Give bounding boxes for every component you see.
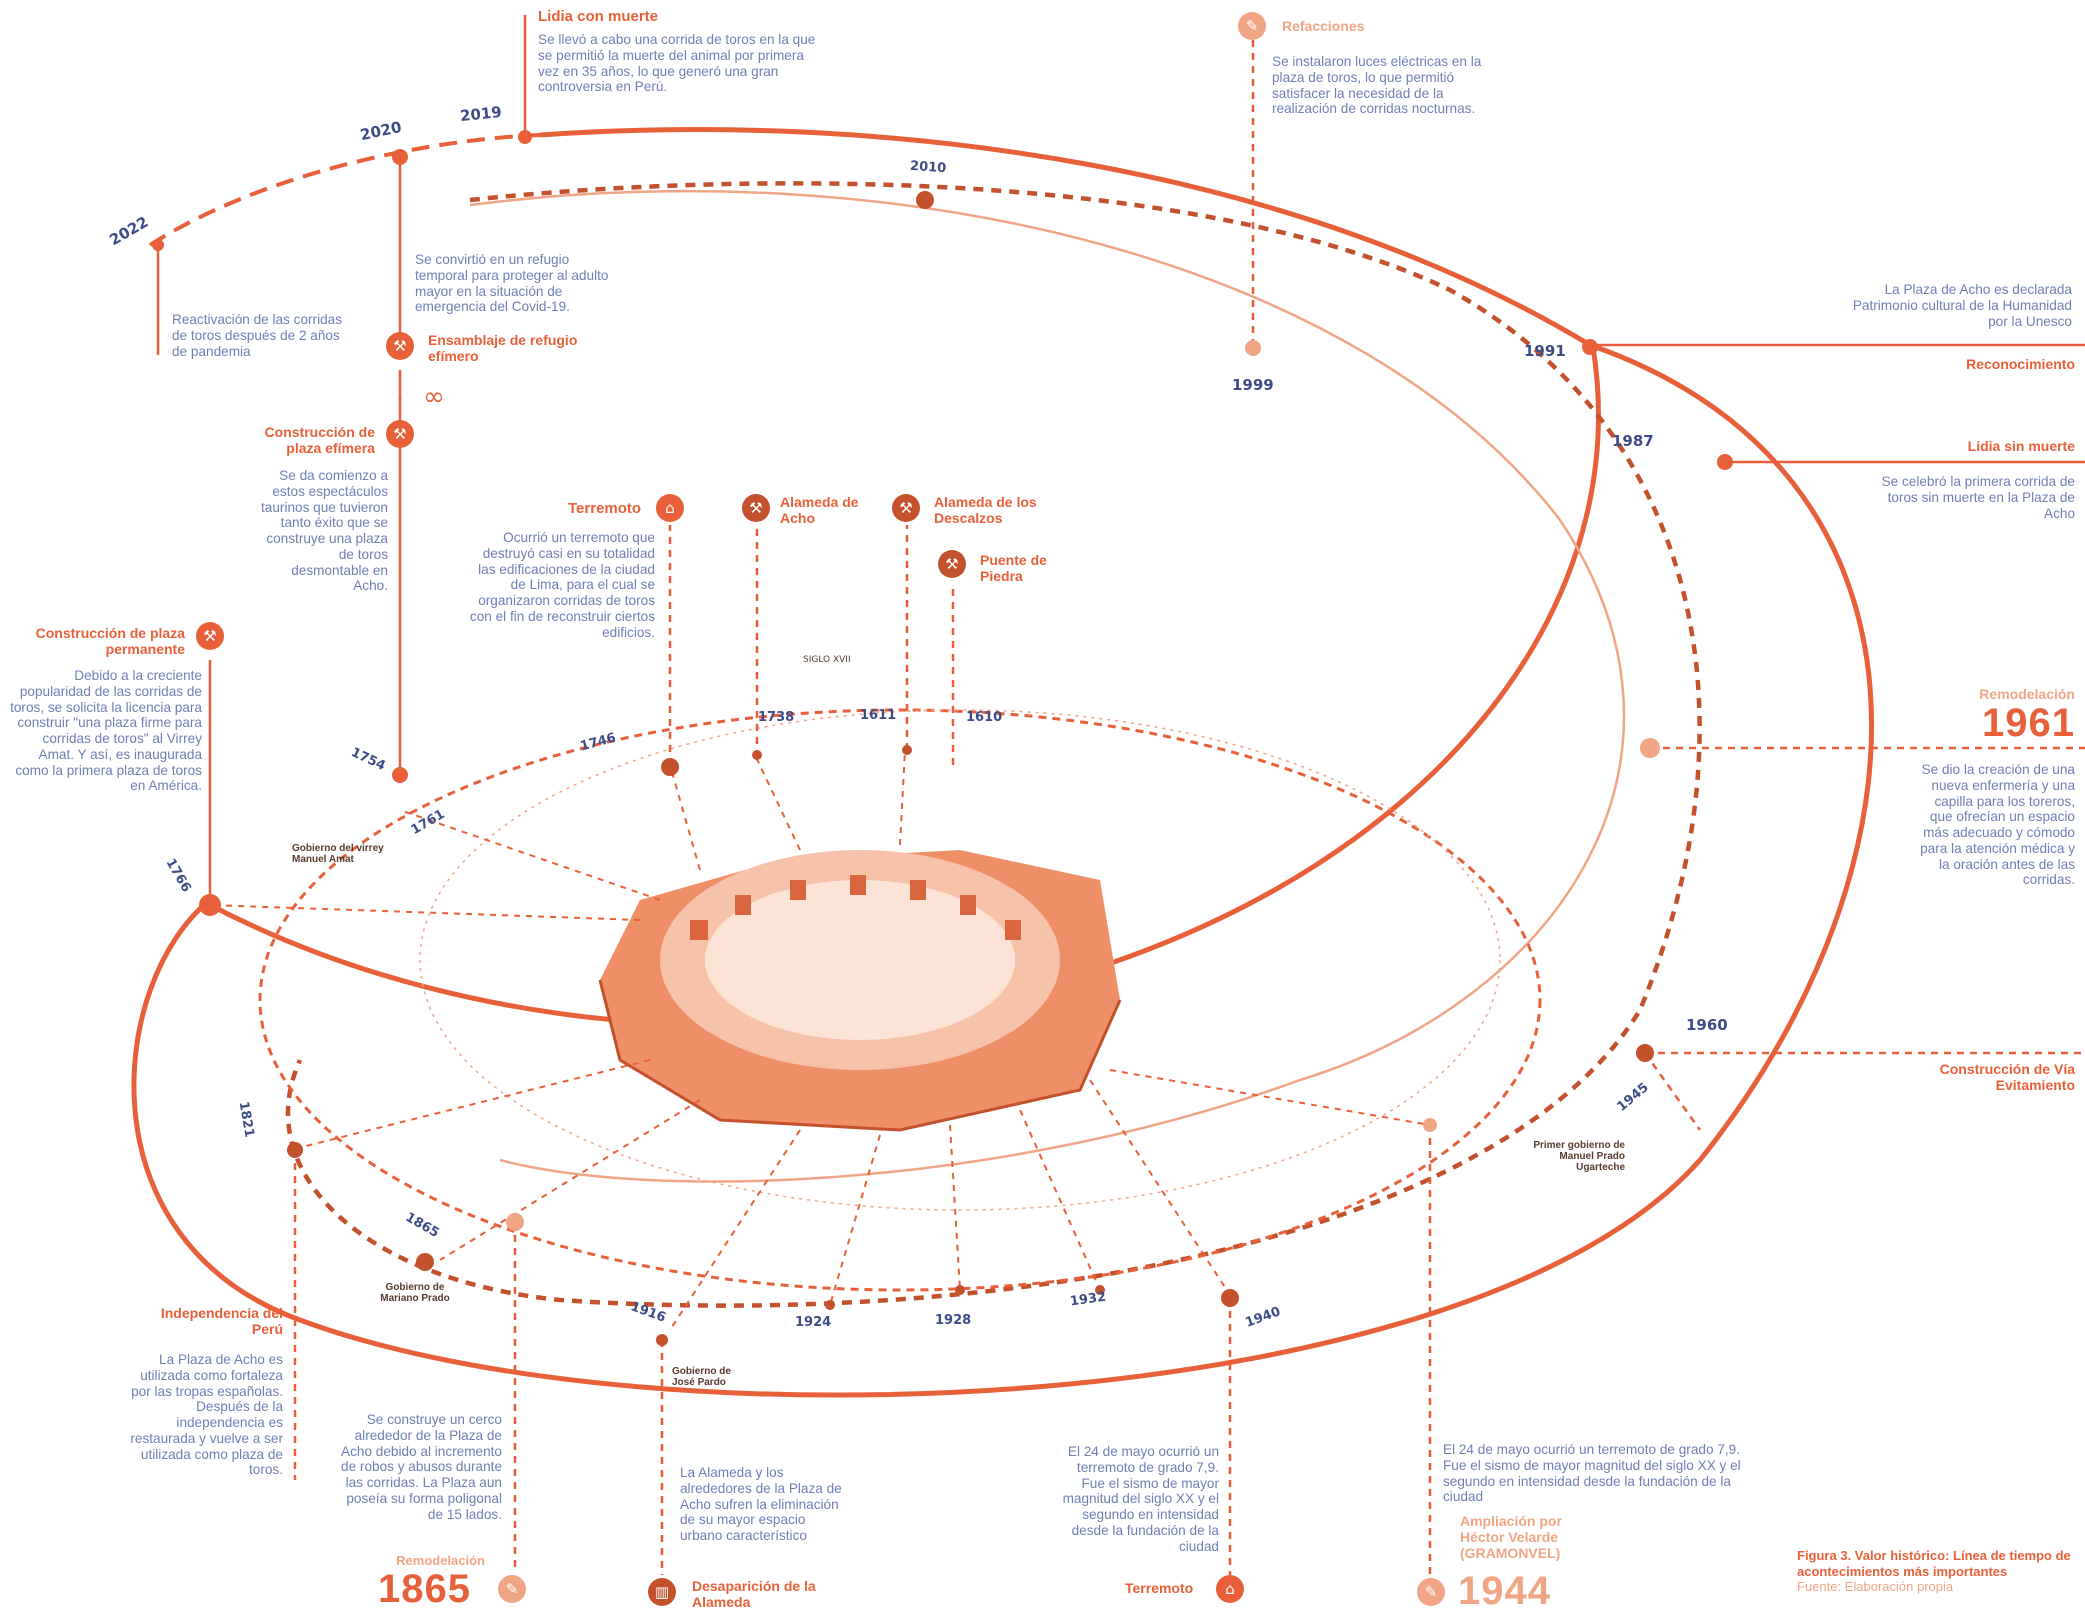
plaza-efimera-body: Se da comienzo a estos espectáculos taur… [261, 468, 388, 594]
desaparicion-title: Desaparición de la Alameda [692, 1578, 816, 1611]
alameda-body: La Alameda y los alrededores de la Plaza… [680, 1465, 842, 1544]
terremoto-bottom-body: El 24 de mayo ocurrió un terremoto de gr… [1062, 1444, 1219, 1554]
plaza-permanente-title: Construcción de plaza permanente [35, 625, 185, 658]
outer-ring-main [131, 342, 1874, 1398]
alameda-descalzos-title: Alameda de los Descalzos [934, 494, 1037, 527]
lidia-con-muerte-body: Se llevó a cabo una corrida de toros en … [538, 32, 816, 95]
trash-icon: ▥ [648, 1578, 676, 1606]
independencia-body: La Plaza de Acho es utilizada como forta… [130, 1352, 283, 1478]
hammer-icon: ⚒ [196, 622, 224, 650]
year-1928: 1928 [935, 1313, 972, 1328]
gov-amat: Gobierno del virrey Manuel Amat [292, 843, 384, 865]
refacciones-title: Refacciones [1282, 18, 1365, 34]
wrench-icon: ✎ [1417, 1578, 1445, 1606]
colonial-thin-ring [419, 709, 1501, 1211]
reactivacion-body: Reactivación de las corridas de toros de… [172, 312, 343, 359]
year-1611: 1611 [860, 708, 897, 723]
year-1738: 1738 [758, 710, 795, 725]
house-icon: ⌂ [1216, 1575, 1244, 1603]
lidia-con-muerte-title: Lidia con muerte [538, 8, 659, 25]
patrimonio-body: La Plaza de Acho es declarada Patrimonio… [1852, 282, 2072, 329]
wrench-icon: ✎ [498, 1575, 526, 1603]
hammer-icon: ⚒ [386, 332, 414, 360]
terremoto-top-body: Ocurrió un terremoto que destruyó casi e… [469, 530, 655, 640]
hammer-icon: ⚒ [938, 550, 966, 578]
remodelacion-1961-body: Se dio la creación de una nueva enfermer… [1920, 762, 2075, 888]
ampliacion-title: Ampliación por Héctor Velarde (GRAMONVEL… [1460, 1513, 1562, 1562]
cerco-body: Se construye un cerco alrededor de la Pl… [341, 1412, 502, 1522]
year-1960: 1960 [1686, 1016, 1728, 1034]
inner-thin-ring [469, 189, 1626, 1183]
plaza-de-acho-illustration [598, 850, 1122, 1132]
event-dots [152, 130, 1733, 1346]
year-1991: 1991 [1524, 342, 1566, 360]
siglo-label: SIGLO XVII [803, 655, 851, 665]
caption-source: Fuente: Elaboración propia [1797, 1579, 1954, 1595]
hammer-icon: ⚒ [742, 494, 770, 522]
hammer-icon: ⚒ [386, 420, 414, 448]
remodelacion-1961-year: 1961 [1982, 701, 2075, 745]
outer-timeline-ring [208, 346, 1601, 1028]
house-icon: ⌂ [656, 494, 684, 522]
remodelacion-1865-label: Remodelación [396, 1553, 485, 1568]
alameda-acho-title: Alameda de Acho [780, 494, 859, 527]
dark-dotted-ring [285, 181, 1702, 1308]
hammer-icon: ⚒ [892, 494, 920, 522]
lidia-sin-muerte-body: Se celebró la primera corrida de toros s… [1881, 474, 2075, 521]
year-1987: 1987 [1612, 432, 1654, 450]
figure-caption: Figura 3. Valor histórico: Línea de tiem… [1797, 1548, 2085, 1595]
year-1999: 1999 [1232, 376, 1274, 394]
gov-mariano: Gobierno de Mariano Prado [380, 1282, 450, 1304]
plaza-efimera-title: Construcción de plaza efímera [264, 424, 375, 457]
year-1924: 1924 [795, 1315, 832, 1330]
refacciones-body: Se instalaron luces eléctricas en la pla… [1272, 54, 1482, 117]
remodelacion-1865-year: 1865 [378, 1567, 471, 1611]
terremoto-top-title: Terremoto [568, 500, 642, 517]
gov-pardo: Gobierno de José Pardo [672, 1366, 731, 1388]
remodelacion-1961-label: Remodelación [1979, 686, 2075, 702]
terremoto-bottom-title: Terremoto [1125, 1580, 1194, 1596]
ampliacion-year: 1944 [1458, 1569, 1551, 1613]
plaza-permanente-body: Debido a la creciente popularidad de las… [10, 668, 202, 794]
wrench-icon: ✎ [1238, 12, 1266, 40]
leader-lines [156, 15, 2085, 905]
reconocimiento-title: Reconocimiento [1966, 356, 2075, 372]
year-2010: 2010 [909, 158, 947, 177]
refugio-title: Ensamblaje de refugio efímero [428, 332, 578, 365]
colonial-dashed-ring [258, 708, 1542, 1292]
puente-piedra-title: Puente de Piedra [980, 552, 1047, 585]
year-1610: 1610 [966, 710, 1003, 725]
radial-connectors [209, 749, 1431, 1331]
refugio-body: Se convirtió en un refugio temporal para… [415, 252, 609, 315]
lidia-sin-muerte-title: Lidia sin muerte [1967, 438, 2075, 454]
via-evitamiento-title: Construcción de Vía Evitamiento [1939, 1061, 2075, 1094]
caption-title-line-2: acontecimientos más importantes [1797, 1563, 2008, 1579]
independencia-title: Independencia del Perú [160, 1305, 283, 1338]
chain-link-icon: ∞ [420, 383, 448, 411]
top-dashed-arc [148, 133, 541, 247]
ampliacion-body: El 24 de mayo ocurrió un terremoto de gr… [1443, 1442, 1741, 1505]
gov-prado: Primer gobierno de Manuel Prado Ugartech… [1533, 1140, 1625, 1173]
caption-title-line-1: Figura 3. Valor histórico: Línea de tiem… [1797, 1548, 2071, 1563]
